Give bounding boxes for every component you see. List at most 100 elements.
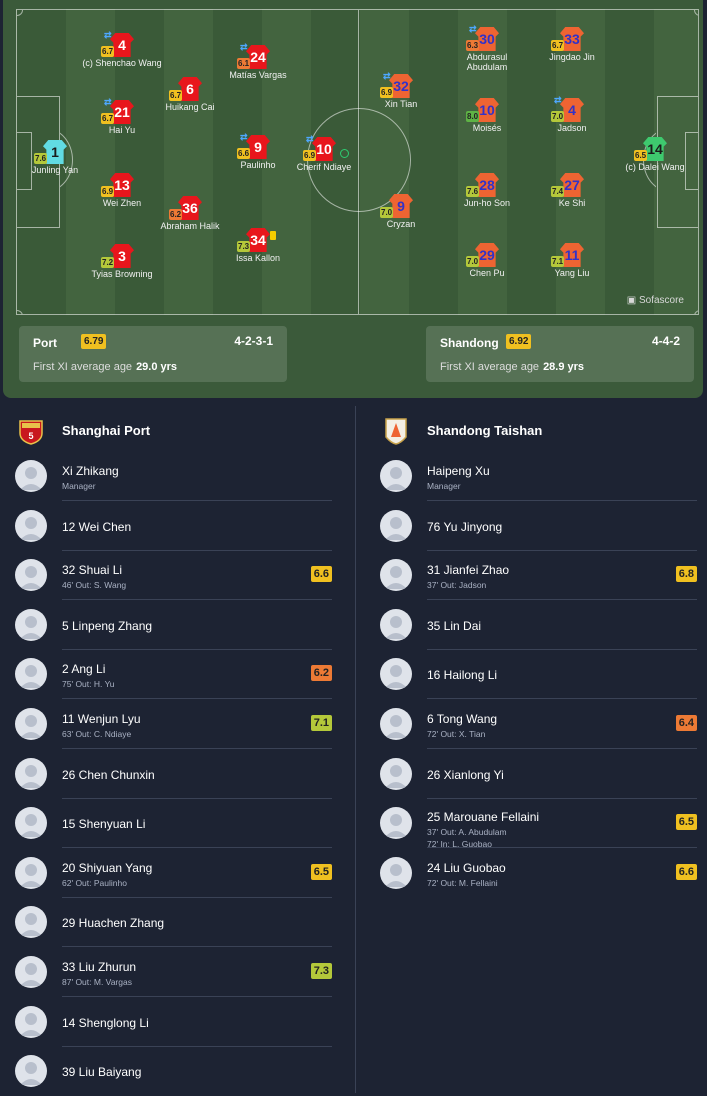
bench-list-item[interactable]: 14 Shenglong Li [0, 998, 340, 1047]
substitution-icon: ⇄ [104, 97, 112, 107]
player-rating: 7.3 [310, 963, 332, 979]
player-name: 26 Chen Chunxin [62, 767, 155, 782]
away-team-header[interactable]: Shandong Taishan [365, 408, 705, 452]
bench-list-item[interactable]: 29 Huachen Zhang [0, 898, 340, 948]
player-name: Paulinho [240, 160, 276, 170]
bench-list-item[interactable]: 12 Wei Chen [0, 502, 340, 551]
avatar [15, 509, 47, 542]
player-name: (c) Shenchao Wang [82, 58, 162, 68]
corner-arc [694, 10, 698, 16]
avatar [380, 708, 412, 740]
avatar [15, 559, 47, 592]
player-rating: 6.9 [380, 87, 394, 98]
shirt-number: 1 [51, 144, 59, 160]
player-name: Jadson [557, 123, 587, 133]
bench-list-item[interactable]: 5 Linpeng Zhang [0, 601, 340, 650]
player-detail: 46' Out: S. Wang [62, 580, 127, 591]
avatar [380, 608, 412, 641]
row-divider [62, 996, 332, 997]
bench-list-item[interactable]: 16 Hailong Li [365, 650, 705, 700]
avatar [15, 757, 47, 790]
player-name: Haipeng Xu [427, 464, 490, 478]
avatar [15, 708, 47, 740]
bench-list-item[interactable]: 26 Chen Chunxin [0, 750, 340, 799]
sofascore-logo: ▣ Sofascore [626, 295, 684, 306]
shirt-number: 33 [564, 31, 580, 47]
shirt-number: 14 [647, 141, 663, 157]
away-team-rating: 6.92 [506, 334, 532, 349]
player-rating: 7.0 [551, 111, 565, 122]
home-team-header[interactable]: 5 Shanghai Port [0, 408, 340, 452]
player-rating: 6.8 [675, 566, 697, 583]
row-divider [62, 946, 332, 948]
player-name: Cherif Ndiaye [296, 162, 352, 172]
bench-list-item[interactable]: 15 Shenyuan Li [0, 799, 340, 849]
bench-list-item[interactable]: 26 Xianlong Yi [365, 750, 705, 799]
player-detail: 63' Out: C. Ndiaye [62, 729, 132, 739]
player-name: 12 Wei Chen [62, 519, 132, 534]
shirt-number: 13 [114, 177, 130, 193]
age-label: First XI average age [440, 361, 540, 373]
substitution-icon: ⇄ [306, 134, 314, 144]
substitution-icon: ⇄ [469, 24, 477, 34]
corner-arc [694, 310, 698, 314]
avatar [15, 956, 47, 988]
home-goal-area [17, 132, 32, 190]
bench-list-item[interactable]: 39 Liu Baiyang [0, 1047, 340, 1096]
row-divider [427, 549, 697, 551]
avatar [15, 1055, 47, 1088]
jersey-icon: 32 [389, 74, 413, 98]
player-name: Cryzan [386, 219, 416, 229]
row-divider [427, 500, 697, 501]
player-name: Xin Tian [384, 99, 418, 109]
away-team-name: Shandong Taishan [427, 422, 543, 438]
row-divider [62, 748, 332, 749]
bench-list-item[interactable]: 76 Yu Jinyong [365, 502, 705, 551]
column-divider [355, 406, 356, 1093]
bench-list-item[interactable]: 35 Lin Dai [365, 601, 705, 650]
player-rating: 6.9 [303, 150, 317, 161]
player-name: Jun-ho Son [463, 198, 511, 208]
player-rating: 6.5 [634, 150, 648, 161]
shirt-number: 27 [564, 177, 580, 193]
player-rating: 6.5 [310, 863, 332, 880]
player-name: Jingdao Jin [549, 52, 595, 62]
player-name: 39 Liu Baiyang [62, 1065, 142, 1080]
shirt-number: 9 [254, 139, 262, 155]
